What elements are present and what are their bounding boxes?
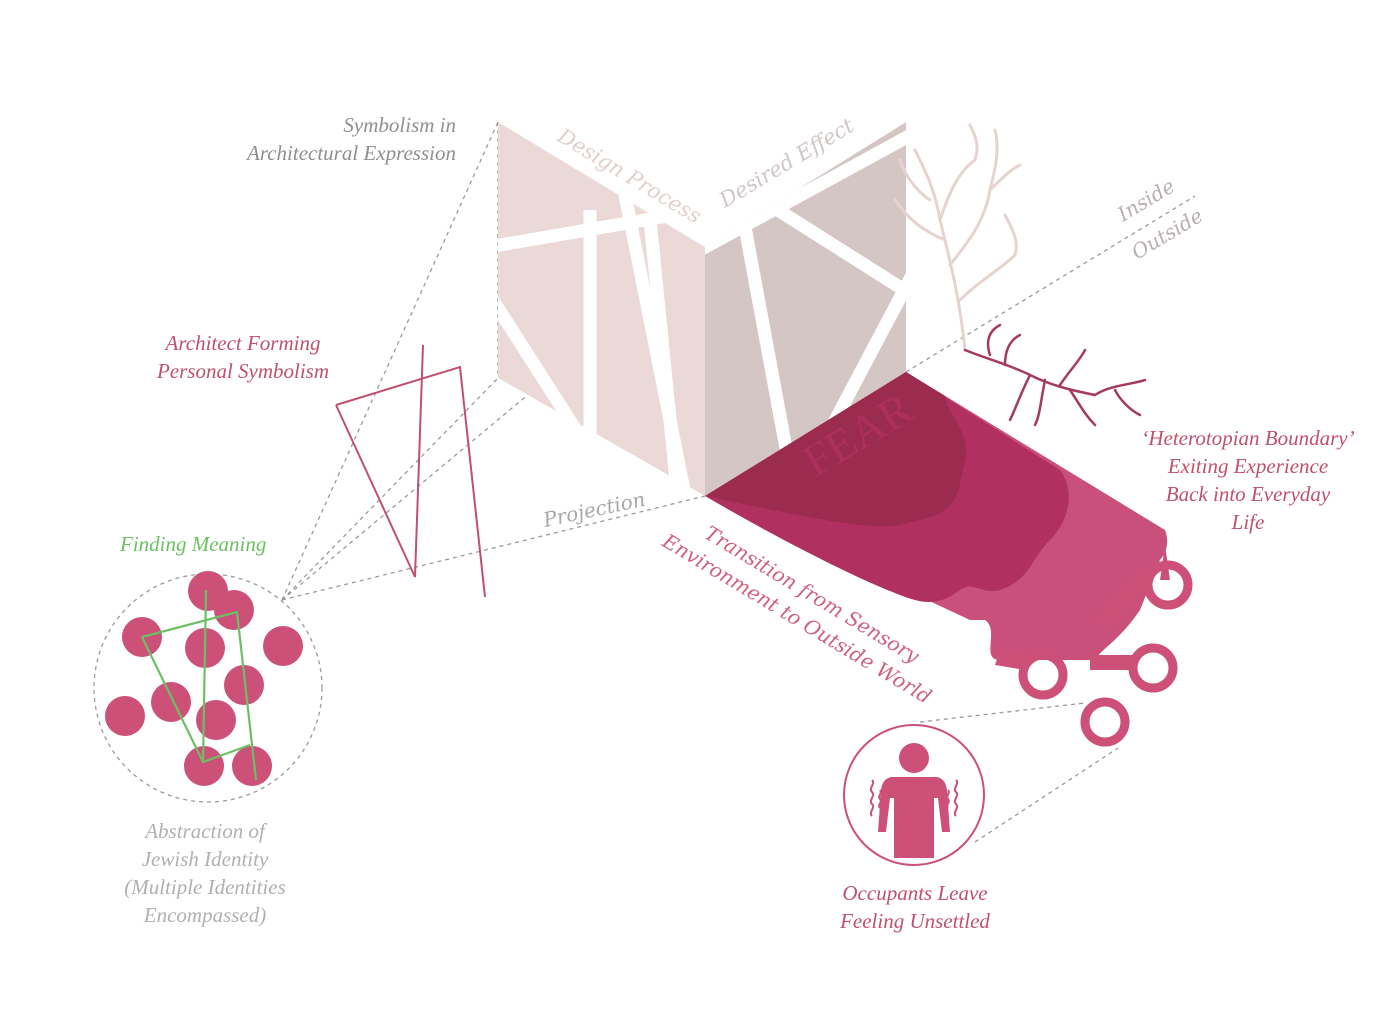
occupants-label: Occupants Leave Feeling Unsettled	[815, 879, 1015, 935]
identity-circle	[224, 665, 264, 705]
identity-circle	[151, 682, 191, 722]
symbolism-label-line2: Architectural Expression	[247, 141, 456, 165]
heterotopian-label-line3: Back into Everyday	[1165, 482, 1331, 506]
symbolism-label-line1: Symbolism in	[343, 113, 456, 137]
identity-circle	[105, 696, 145, 736]
finding-meaning-label: Finding Meaning	[120, 532, 267, 556]
architect-label-line2: Personal Symbolism	[156, 359, 330, 383]
identity-circle	[184, 746, 224, 786]
exit-ring-1	[1143, 560, 1193, 610]
tree-outside	[963, 323, 1147, 427]
identity-circle	[196, 700, 236, 740]
identity-circle	[263, 626, 303, 666]
exit-rings	[1018, 560, 1193, 747]
abstraction-label-line4: Encompassed)	[143, 903, 267, 927]
architect-label: Architect Forming Personal Symbolism	[140, 329, 346, 385]
architect-symbol-lines	[335, 344, 486, 598]
heterotopian-label-line4: Life	[1231, 510, 1265, 534]
architect-label-line1: Architect Forming	[165, 331, 321, 355]
abstraction-label-line3: (Multiple Identities	[124, 875, 286, 899]
tree-inside	[893, 123, 1022, 352]
heterotopian-label-line2: Exiting Experience	[1167, 454, 1329, 478]
heterotopian-label-line1: ‘Heterotopian Boundary’	[1141, 426, 1355, 450]
meaning-lines	[141, 589, 258, 781]
person-trembling-icon	[843, 724, 985, 866]
abstraction-label-line2: Jewish Identity	[141, 847, 269, 871]
identity-circle	[214, 590, 254, 630]
exit-connectors	[995, 570, 1150, 670]
abstraction-label-line1: Abstraction of	[145, 819, 265, 843]
symbolism-label: Symbolism in Architectural Expression	[212, 111, 456, 167]
heterotopian-label: ‘Heterotopian Boundary’ Exiting Experien…	[1118, 424, 1378, 536]
fear-floor	[705, 372, 1170, 660]
abstraction-label: Abstraction of Jewish Identity (Multiple…	[100, 817, 310, 929]
exit-ring-4	[1080, 697, 1130, 747]
identity-circle	[232, 746, 272, 786]
exit-ring-2	[1018, 650, 1068, 700]
projection-label: Projection	[540, 487, 647, 532]
design-process-panel	[498, 122, 705, 496]
desired-effect-panel	[705, 122, 906, 496]
occupants-label-line2: Feeling Unsettled	[840, 909, 990, 933]
exit-ring-3	[1128, 643, 1178, 693]
occupants-label-line1: Occupants Leave	[842, 881, 988, 905]
